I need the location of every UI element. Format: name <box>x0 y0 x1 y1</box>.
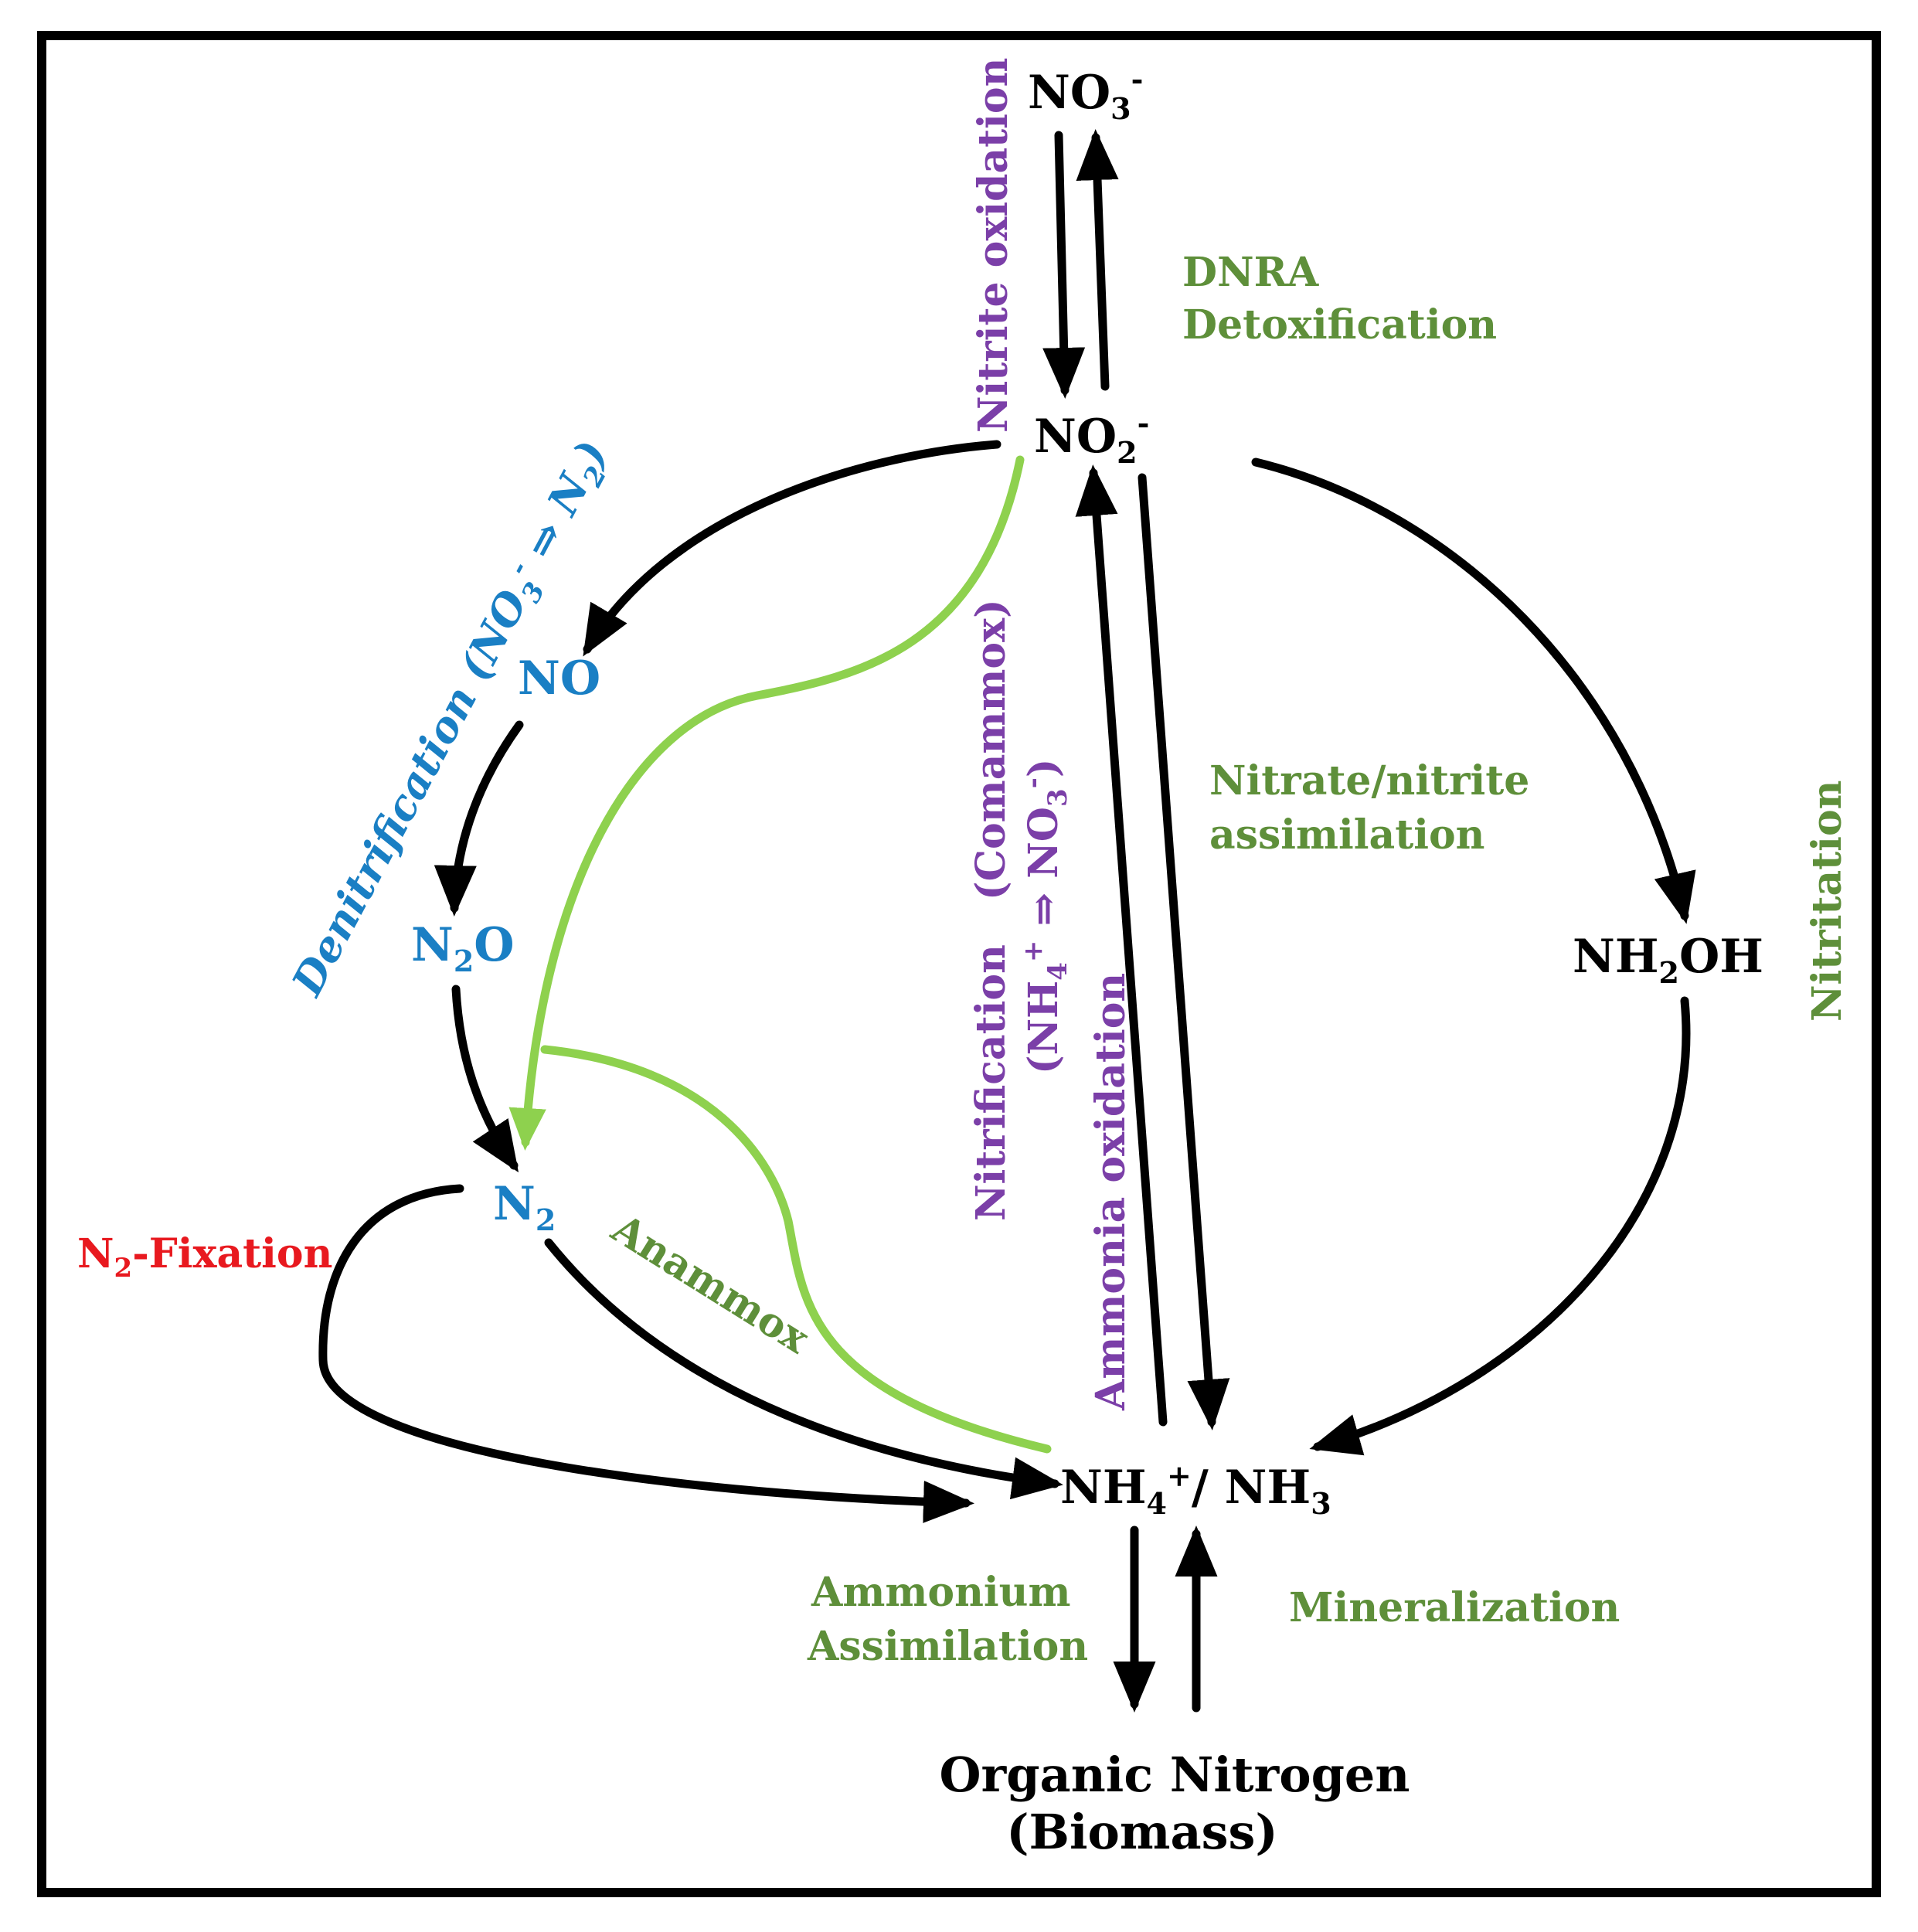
label-nitrification-equation: (NH4+ ⇒ NO3-) <box>1018 759 1073 1074</box>
arrow-no2-to-nh4 <box>1138 473 1230 1430</box>
node-no3: NO3- <box>1028 62 1143 126</box>
arrow-n2-to-nh4 <box>544 1238 1063 1500</box>
arrow-nh2oh-to-nh4 <box>1309 996 1691 1456</box>
label-ammonia-oxidation: Ammonia oxidation <box>1087 973 1134 1411</box>
arrow-no3-to-no2 <box>1042 131 1086 399</box>
arrow-no2-to-nh2oh <box>1251 457 1696 924</box>
node-organic-nitrogen: Organic Nitrogen <box>940 1747 1410 1803</box>
label-mineralization: Mineralization <box>1289 1584 1620 1631</box>
arrow-comammox-green <box>508 455 1025 1151</box>
label-nitritation: Nitritation <box>1804 781 1851 1022</box>
node-nh2oh: NH2OH <box>1573 930 1763 990</box>
arrow-no-to-n2o <box>434 720 524 917</box>
node-no2: NO2- <box>1034 406 1149 470</box>
label-nitrification: Nitrification <box>968 944 1015 1221</box>
node-n2o: N2O <box>411 918 515 978</box>
label-nitrite-oxidation: Nitrite oxidation <box>970 58 1017 433</box>
label-comammox: (Comammox) <box>968 599 1015 900</box>
label-assimilation: assimilation <box>1209 811 1484 859</box>
node-no: NO <box>518 651 600 706</box>
arrow-n2-fixation <box>318 1184 974 1523</box>
node-biomass: (Biomass) <box>1006 1804 1278 1860</box>
label-dnra: DNRA <box>1182 249 1319 296</box>
arrow-anammox-green <box>540 1045 1052 1454</box>
diagram-frame <box>37 31 1881 1897</box>
node-n2: N2 <box>493 1177 556 1237</box>
label-detoxification: Detoxification <box>1182 301 1497 349</box>
label-ammonium-assimilation: Assimilation <box>807 1623 1088 1670</box>
arrow-no2-to-no3 <box>1076 129 1119 391</box>
label-n2-fixation: N2-Fixation <box>77 1230 332 1284</box>
label-nitrate-nitrite: Nitrate/nitrite <box>1209 757 1529 804</box>
arrow-no2-to-no <box>583 440 1002 657</box>
arrow-n2o-to-n2 <box>451 985 519 1173</box>
node-nh4-nh3: NH4+/ NH3 <box>1060 1458 1331 1521</box>
arrow-nh4-to-no2 <box>1075 464 1168 1427</box>
label-ammonium: Ammonium <box>811 1569 1070 1616</box>
